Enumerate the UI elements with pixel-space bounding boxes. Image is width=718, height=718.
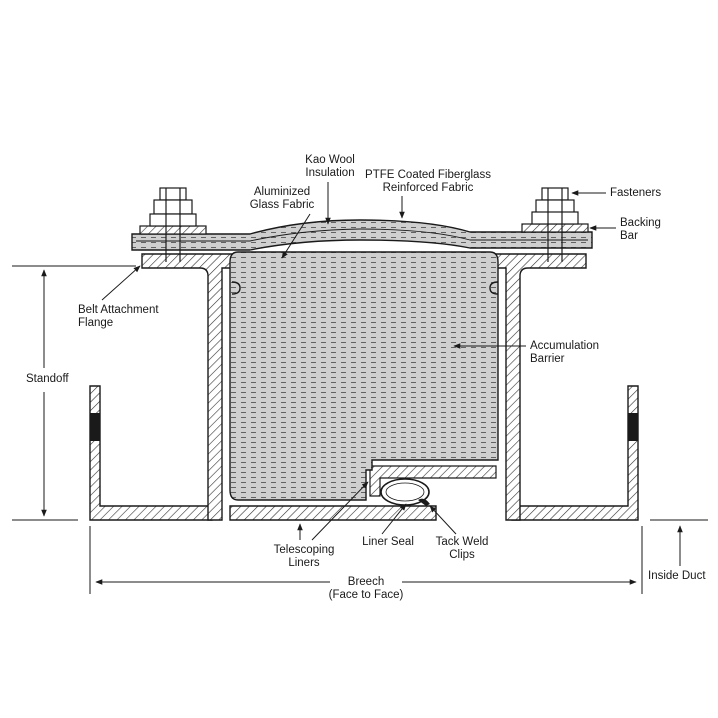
left-belt-attachment-flange [141, 253, 233, 521]
right-fastener [531, 187, 579, 262]
label-aluminized-fabric: Aluminized Glass Fabric [249, 186, 315, 211]
label-kao-wool: Kao Wool Insulation [305, 154, 355, 179]
label-breech: Breech (Face to Face) [328, 576, 404, 601]
leader-telescoping-2 [311, 481, 369, 541]
leader-belt-flange [101, 265, 141, 301]
aluminized-fabric-line [136, 228, 588, 242]
left-backing-bar [139, 225, 207, 235]
left-fastener [149, 187, 197, 262]
leader-aluminized [281, 213, 311, 259]
left-clamp-hook [231, 281, 241, 295]
label-backing-bar: Backing Bar [620, 217, 661, 242]
right-clamp-hook [489, 281, 499, 295]
right-backing-bar [521, 223, 589, 233]
leader-liner-seal [381, 503, 407, 535]
leader-tack-weld [429, 505, 457, 535]
belt-fabric-outer [131, 219, 593, 251]
label-telescoping-liners: Telescoping Liners [273, 544, 335, 569]
label-tack-weld-clips: Tack Weld Clips [435, 536, 489, 561]
left-duct-insulation-block [90, 413, 100, 441]
label-inside-duct: Inside Duct [648, 570, 706, 582]
label-fasteners: Fasteners [610, 187, 662, 199]
tack-weld-clip [418, 498, 430, 506]
liner-seal-inner [385, 482, 425, 502]
label-ptfe-fabric: PTFE Coated Fiberglass Reinforced Fabric [365, 169, 491, 194]
right-duct-channel [511, 385, 639, 521]
label-belt-attachment-flange: Belt Attachment Flange [78, 304, 159, 329]
label-accumulation-barrier: Accumulation Barrier [530, 340, 600, 365]
right-duct-insulation-block [628, 413, 638, 441]
label-liner-seal: Liner Seal [362, 536, 414, 548]
left-duct-channel [89, 385, 213, 521]
accumulation-barrier [229, 251, 499, 501]
right-belt-attachment-flange [495, 253, 587, 521]
label-standoff: Standoff [26, 373, 69, 385]
bottom-liner-plate [229, 505, 437, 521]
telescoping-liner-upper [369, 465, 497, 497]
